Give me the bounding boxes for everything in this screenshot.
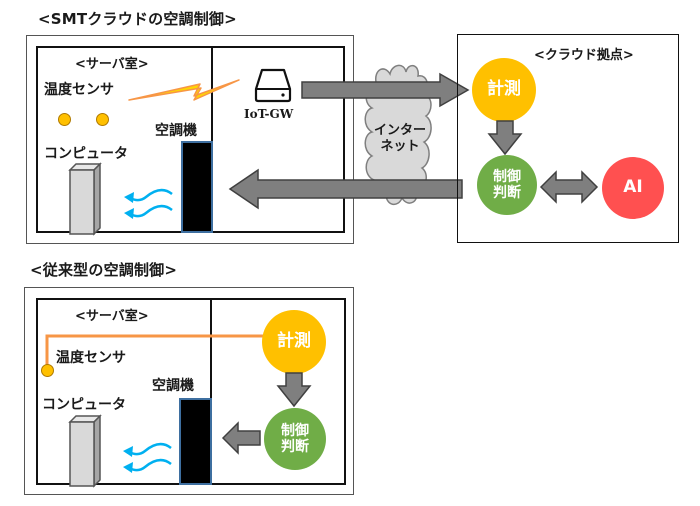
internet-label-line2: ネット <box>380 139 420 155</box>
conv-control-node: 制御 判断 <box>264 408 326 470</box>
smt-section-title: <SMTクラウドの空調制御> <box>38 10 237 28</box>
sensor-wire <box>45 334 268 367</box>
smt-control-line2: 判断 <box>493 185 521 201</box>
smt-measure-node: 計測 <box>472 58 536 122</box>
internet-label: インター ネット <box>368 123 432 156</box>
smt-control-node: 制御 判断 <box>477 155 537 215</box>
conv-control-line1: 制御 <box>281 422 309 439</box>
downlink-arrow <box>228 168 463 210</box>
conv-control-to-ac-arrow <box>221 421 261 455</box>
conv-computer-label: コンピュータ <box>42 397 126 413</box>
lightning-icon <box>128 79 240 101</box>
internet-label-line1: インター <box>373 123 426 138</box>
uplink-arrow <box>301 72 470 108</box>
cloud-site-box <box>457 34 679 243</box>
smt-temp-sensor-1 <box>58 113 71 126</box>
conv-room-divider <box>210 298 212 485</box>
smt-measure-to-control-arrow <box>487 120 523 156</box>
conv-temp-sensor <box>41 364 54 377</box>
control-ai-bidirectional-arrow <box>539 170 599 204</box>
cloud-site-label: <クラウド拠点> <box>534 48 634 63</box>
smt-temp-sensor-2 <box>96 113 109 126</box>
conv-control-line2: 判断 <box>281 439 309 455</box>
smt-ac-unit <box>181 141 213 233</box>
ai-node: AI <box>602 157 664 219</box>
gateway-icon <box>254 68 292 103</box>
conv-measure-node: 計測 <box>262 310 326 374</box>
smt-airflow-icon <box>124 188 173 219</box>
smt-temp-sensor-label: 温度センサ <box>44 82 114 98</box>
conv-server-room-label: <サーバ室> <box>75 309 149 324</box>
smt-server-room-label: <サーバ室> <box>75 57 149 72</box>
smt-room-divider <box>211 46 213 233</box>
smt-ac-label: 空調機 <box>155 123 197 139</box>
conv-airflow-icon <box>123 442 172 473</box>
conv-measure-to-control-arrow <box>276 372 312 408</box>
conv-ac-label: 空調機 <box>152 378 194 394</box>
conventional-section-title: <従来型の空調制御> <box>30 261 178 279</box>
smt-control-line1: 制御 <box>493 168 521 185</box>
conv-temp-sensor-label: 温度センサ <box>56 350 126 366</box>
gateway-label: IoT-GW <box>244 107 294 121</box>
smt-computer-icon <box>68 162 102 236</box>
conv-computer-icon <box>68 414 102 488</box>
smt-computer-label: コンピュータ <box>44 146 128 162</box>
conv-ac-unit <box>179 398 212 485</box>
